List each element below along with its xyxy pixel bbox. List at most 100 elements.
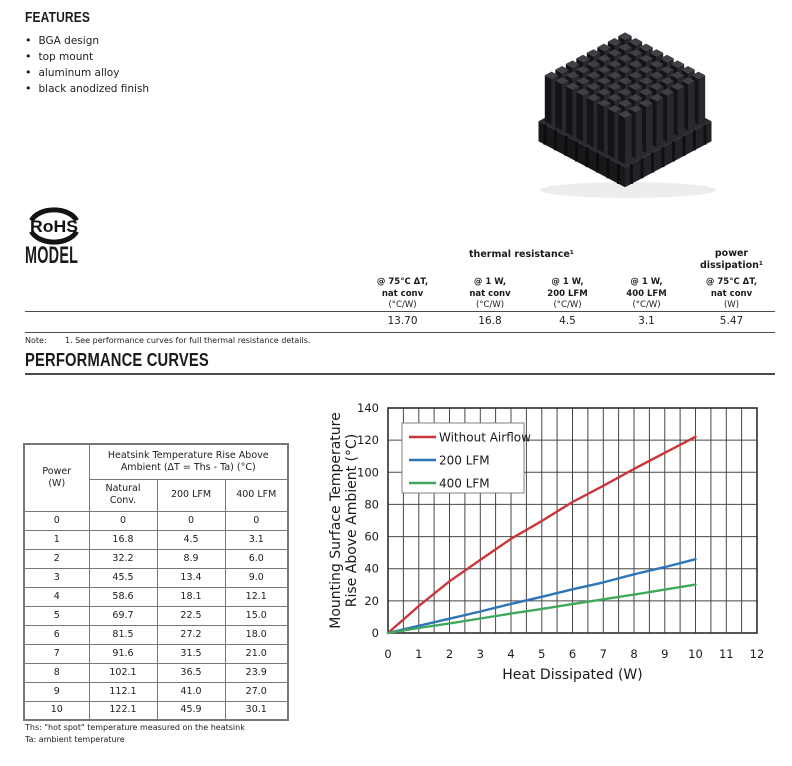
svg-text:100: 100 (357, 465, 379, 479)
table-cell: 7 (23, 643, 90, 664)
note-text: 1. See performance curves for full therm… (65, 336, 311, 345)
column-unit: (°C/W) (475, 300, 505, 310)
table-cell: 10 (23, 700, 90, 721)
svg-text:20: 20 (364, 594, 379, 608)
table-cell: 18.0 (224, 624, 289, 645)
power-dissipation-value: 5.47 (719, 315, 744, 327)
svg-text:2: 2 (446, 647, 453, 661)
table-cell: 0 (224, 510, 289, 531)
table-cell: 45.9 (156, 700, 226, 721)
svg-text:11: 11 (719, 647, 734, 661)
svg-text:Mounting Surface Temperature: Mounting Surface Temperature (328, 412, 344, 628)
column-header-text: @ 75°C ΔT, nat conv (376, 277, 429, 299)
svg-text:80: 80 (364, 497, 379, 511)
table-cell: 112.1 (88, 681, 158, 702)
features-list: BGA design top mount aluminum alloy blac… (25, 33, 285, 97)
column-header: @ 1 W, nat conv(°C/W) (450, 277, 530, 312)
table-cell: 15.0 (224, 605, 289, 626)
svg-text:0: 0 (384, 647, 391, 661)
svg-text:Heat Dissipated (W): Heat Dissipated (W) (502, 667, 642, 683)
table-cell: 22.5 (156, 605, 226, 626)
table-cell: 3 (23, 567, 90, 588)
svg-text:Without Airflow: Without Airflow (439, 431, 531, 445)
column-header-text: @ 75°C ΔT, nat conv (705, 277, 758, 299)
table-row: Natural Conv. 200 LFM 400 LFM (24, 478, 289, 512)
svg-text:400 LFM: 400 LFM (439, 477, 490, 491)
column-unit: (°C/W) (553, 300, 582, 310)
table-cell: 102.1 (88, 662, 158, 683)
heatsink-rise-table: Power (W) Heatsink Temperature Rise Abov… (23, 443, 289, 721)
footnote: Ths: "hot spot" temperature measured on … (25, 723, 245, 732)
heatsink-product-image (520, 30, 730, 200)
table-cell: 21.0 (224, 643, 289, 664)
thermal-resistance-value: 13.70 (387, 315, 418, 327)
table-cell: 2 (23, 548, 90, 569)
svg-text:1: 1 (415, 647, 422, 661)
svg-text:40: 40 (364, 562, 379, 576)
svg-text:0: 0 (372, 626, 379, 640)
table-cell: 18.1 (156, 586, 226, 607)
svg-text:4: 4 (507, 647, 514, 661)
table-cell: 69.7 (88, 605, 158, 626)
column-header: @ 75°C ΔT, nat conv(°C/W) (355, 277, 450, 312)
column-unit: (°C/W) (388, 300, 417, 310)
section-rule (25, 373, 775, 375)
power-dissipation-group-header: power dissipation¹ (699, 248, 764, 271)
column-header-text: @ 1 W, 400 LFM (626, 277, 667, 299)
table-cell: 6.0 (224, 548, 289, 569)
table-cell: 122.1 (88, 700, 158, 721)
table-cell: 9 (23, 681, 90, 702)
column-header: 400 LFM (224, 478, 289, 512)
list-item: black anodized finish (25, 81, 285, 97)
table-cell: 30.1 (224, 700, 289, 721)
svg-text:10: 10 (688, 647, 703, 661)
thermal-resistance-value: 4.5 (559, 315, 576, 327)
svg-text:140: 140 (357, 401, 379, 415)
thermal-resistance-value: 3.1 (638, 315, 655, 327)
list-item: BGA design (25, 33, 285, 49)
table-cell: 81.5 (88, 624, 158, 645)
column-header: Natural Conv. (88, 478, 158, 512)
table-cell: 45.5 (88, 567, 158, 588)
table-cell: 27.2 (156, 624, 226, 645)
table-cell: 4.5 (156, 529, 226, 550)
column-header: @ 75°C ΔT, nat conv(W) (688, 277, 775, 312)
list-item: top mount (25, 49, 285, 65)
thermal-resistance-group-header: thermal resistance¹ (469, 249, 574, 260)
column-header: @ 1 W, 200 LFM(°C/W) (530, 277, 605, 312)
performance-curves-heading: PERFORMANCE CURVES (25, 350, 209, 370)
table-cell: 0 (23, 510, 90, 531)
table-cell: 4 (23, 586, 90, 607)
table-cell: 9.0 (224, 567, 289, 588)
table-cell: 8 (23, 662, 90, 683)
svg-text:120: 120 (357, 433, 379, 447)
table-cell: 8.9 (156, 548, 226, 569)
svg-text:12: 12 (750, 647, 765, 661)
svg-text:Rise Above Ambient (°C): Rise Above Ambient (°C) (344, 434, 360, 607)
span-column-header: Heatsink Temperature Rise Above Ambient … (88, 443, 289, 480)
rohs-logo: RoHS (29, 207, 79, 245)
power-column-header: Power (W) (23, 443, 90, 512)
column-unit: (W) (723, 300, 740, 310)
table-cell: 5 (23, 605, 90, 626)
features-section: FEATURES BGA design top mount aluminum a… (25, 10, 285, 97)
table-row: Power (W) Heatsink Temperature Rise Abov… (23, 443, 289, 512)
table-footnotes: Ths: "hot spot" temperature measured on … (25, 722, 245, 745)
table-cell: 6 (23, 624, 90, 645)
table-cell: 13.4 (156, 567, 226, 588)
table-cell: 16.8 (88, 529, 158, 550)
model-heading: MODEL (25, 242, 79, 269)
svg-text:5: 5 (538, 647, 545, 661)
table-rule (25, 332, 775, 333)
